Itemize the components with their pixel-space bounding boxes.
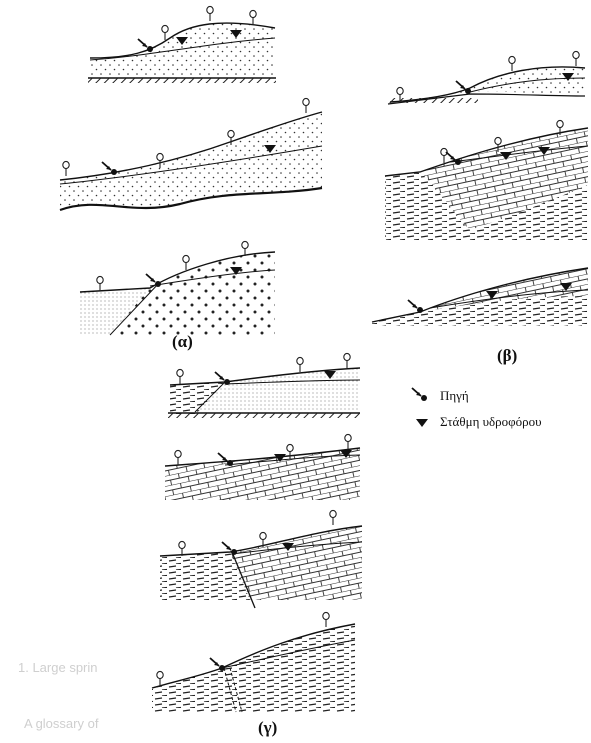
label-gamma: (γ) [258,718,277,738]
diagram-a2 [60,98,322,210]
diagram-g4 [152,612,355,712]
legend-water-table: Στάθμη υδροφόρου [440,414,542,430]
panel-g [152,353,362,712]
diagram-a3 [80,241,275,335]
legend-symbols [412,388,428,427]
diagram-a1 [88,6,276,83]
diagram-g1 [168,353,360,418]
legend-spring-symbol [412,388,427,401]
legend-water-table-label: Στάθμη υδροφόρου [440,414,542,430]
legend-wt-symbol [416,419,428,427]
diagram-g3 [160,510,362,608]
diagram-b1 [388,51,585,104]
ghost-text-2: A glossary of [24,716,98,731]
diagram-g2 [165,434,360,500]
diagram-b2 [385,120,588,240]
legend-spring-label: Πηγή [440,388,469,404]
panel-b [372,51,588,326]
label-alpha: (α) [172,332,193,352]
legend-spring: Πηγή [440,388,469,404]
label-beta: (β) [497,346,517,366]
ghost-text-1: 1. Large sprin [18,660,98,675]
panel-a [60,6,322,335]
diagram-b3 [372,268,588,326]
